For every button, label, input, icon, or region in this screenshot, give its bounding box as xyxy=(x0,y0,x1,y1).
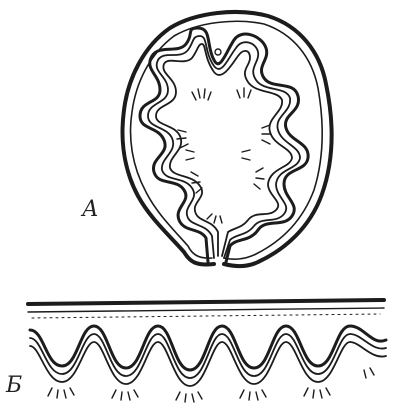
small-ring xyxy=(215,49,221,55)
panel-b-strip xyxy=(28,300,386,402)
folded-lining xyxy=(140,28,308,262)
lining-fold-middle xyxy=(148,36,300,258)
strip-top-border xyxy=(28,300,384,304)
strip-stipple xyxy=(32,314,380,318)
strip-radiating-strokes xyxy=(48,368,374,402)
panel-a-cross-section xyxy=(123,12,332,266)
panel-b-label: Б xyxy=(5,373,22,398)
strip-top-inner-line xyxy=(28,308,384,312)
panel-a-label: А xyxy=(80,197,99,222)
